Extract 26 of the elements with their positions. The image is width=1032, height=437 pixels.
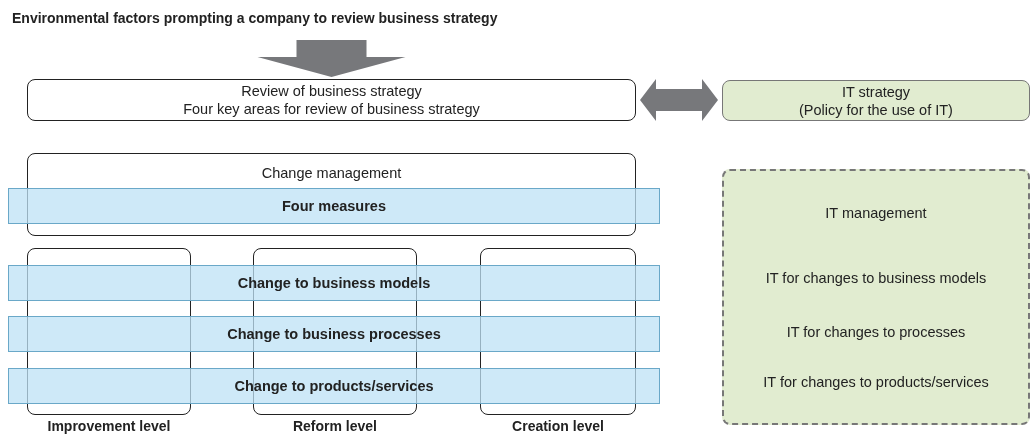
band-label: Change to business processes bbox=[226, 326, 442, 342]
strategy-box bbox=[27, 79, 636, 121]
level-label: Improvement level bbox=[46, 418, 172, 434]
panel-text: IT for changes to products/services bbox=[762, 374, 990, 390]
dashed-panel bbox=[722, 169, 1030, 425]
band-label: Change to business models bbox=[236, 275, 432, 291]
band-label: Four measures bbox=[281, 198, 387, 214]
box-text: Change management bbox=[260, 165, 403, 181]
block-arrow bbox=[257, 40, 406, 77]
measure-band bbox=[8, 188, 660, 224]
level-label: Reform level bbox=[291, 418, 378, 434]
strategy-box bbox=[722, 80, 1030, 121]
measure-band bbox=[8, 316, 660, 352]
box-text: (Policy for the use of IT) bbox=[798, 102, 954, 118]
measure-band bbox=[8, 368, 660, 404]
double-arrow bbox=[640, 79, 718, 121]
level-label: Creation level bbox=[511, 418, 605, 434]
band-label: Change to products/services bbox=[233, 378, 435, 394]
heading-text: Environmental factors prompting a company to review business strategy bbox=[12, 10, 498, 26]
measure-band bbox=[8, 265, 660, 301]
panel-text: IT for changes to business models bbox=[764, 270, 988, 286]
box-text: Review of business strategy bbox=[240, 83, 423, 99]
panel-text: IT management bbox=[824, 205, 928, 221]
panel-text: IT for changes to processes bbox=[785, 324, 967, 340]
box-text: Four key areas for review of business strategy bbox=[182, 101, 481, 117]
box-text: IT strategy bbox=[840, 84, 912, 100]
